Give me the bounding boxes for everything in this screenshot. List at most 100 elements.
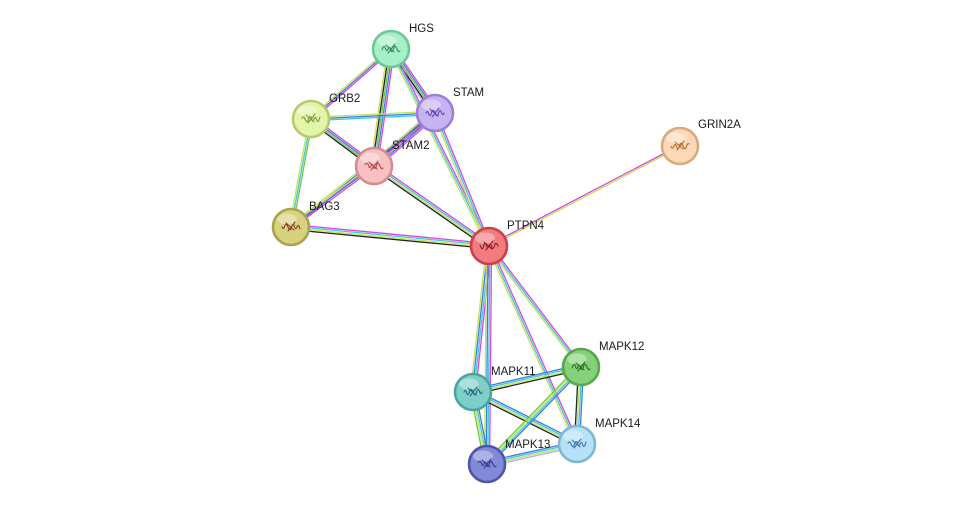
edge-channel-line bbox=[469, 245, 488, 392]
edge-channel-line bbox=[473, 246, 491, 393]
edge-channel-line bbox=[373, 166, 489, 248]
edge-channel-line bbox=[488, 144, 680, 246]
edge-channel-line bbox=[388, 49, 489, 248]
edge-ptpn4-mapk12[interactable] bbox=[487, 244, 583, 369]
protein-structure-icon bbox=[567, 438, 587, 449]
node-label-hgs: HGS bbox=[409, 23, 434, 35]
edge-channel-line bbox=[487, 246, 581, 369]
edge-channel-line bbox=[473, 390, 578, 444]
edge-channel-line bbox=[371, 48, 390, 166]
edge-channel-line bbox=[488, 368, 584, 467]
edge-channel-line bbox=[485, 245, 489, 464]
edge-mapk11-mapk14[interactable] bbox=[471, 389, 579, 447]
edge-stam2-ptpn4[interactable] bbox=[372, 163, 491, 249]
node-stam[interactable]: STAM bbox=[415, 87, 484, 133]
protein-structure-icon bbox=[670, 140, 690, 151]
edge-channel-line bbox=[372, 167, 488, 249]
edge-channel-line bbox=[291, 223, 490, 245]
node-label-bag3: BAG3 bbox=[309, 201, 340, 213]
node-label-grin2a: GRIN2A bbox=[698, 119, 741, 131]
node-highlight bbox=[277, 213, 297, 225]
edge-channel-line bbox=[487, 367, 583, 466]
edge-channel-line bbox=[473, 389, 579, 443]
edge-ptpn4-mapk14[interactable] bbox=[486, 245, 580, 445]
edge-channel-line bbox=[374, 164, 490, 246]
edge-channel-line bbox=[373, 48, 392, 167]
node-mapk14[interactable]: MAPK14 bbox=[557, 418, 641, 464]
edge-channel-line bbox=[369, 48, 389, 166]
node-highlight bbox=[360, 152, 380, 164]
edge-channel-line bbox=[485, 365, 581, 464]
edge-channel-line bbox=[471, 393, 577, 447]
edge-stam-grb2[interactable] bbox=[310, 110, 436, 122]
edge-channel-line bbox=[390, 48, 490, 247]
node-label-stam: STAM bbox=[453, 87, 484, 99]
protein-structure-icon bbox=[281, 221, 301, 232]
protein-structure-icon bbox=[364, 160, 384, 171]
edge-mapk12-mapk13[interactable] bbox=[484, 364, 584, 467]
edge-channel-line bbox=[489, 146, 681, 248]
edge-channel-line bbox=[474, 246, 493, 393]
edge-hgs-stam2[interactable] bbox=[369, 48, 396, 167]
node-bag3[interactable]: BAG3 bbox=[271, 201, 340, 247]
node-label-ptpn4: PTPN4 bbox=[507, 220, 545, 232]
edge-ptpn4-mapk13[interactable] bbox=[483, 245, 493, 465]
node-highlight bbox=[567, 353, 587, 365]
edge-channel-line bbox=[376, 49, 396, 167]
node-label-stam2: STAM2 bbox=[392, 140, 430, 152]
edge-channel-line bbox=[489, 244, 583, 367]
protein-structure-icon bbox=[571, 361, 591, 372]
node-label-mapk11: MAPK11 bbox=[491, 366, 536, 378]
protein-structure-icon bbox=[479, 240, 499, 251]
protein-structure-icon bbox=[381, 43, 401, 54]
edge-channel-line bbox=[291, 225, 490, 246]
edge-channel-line bbox=[310, 110, 435, 118]
edge-channel-line bbox=[375, 163, 491, 245]
edge-stam-ptpn4[interactable] bbox=[432, 112, 492, 247]
edge-channel-line bbox=[290, 228, 489, 250]
protein-structure-icon bbox=[425, 107, 445, 118]
node-label-mapk13: MAPK13 bbox=[505, 439, 550, 451]
node-ptpn4[interactable]: PTPN4 bbox=[469, 220, 545, 266]
node-stam2[interactable]: STAM2 bbox=[354, 140, 430, 186]
node-label-grb2: GRB2 bbox=[329, 93, 360, 105]
edge-channel-line bbox=[434, 112, 490, 247]
edge-ptpn4-grin2a[interactable] bbox=[488, 144, 681, 248]
protein-structure-icon bbox=[477, 458, 497, 469]
edge-channel-line bbox=[487, 246, 491, 465]
edge-channel-line bbox=[484, 364, 580, 463]
edge-channel-line bbox=[486, 246, 577, 445]
node-mapk12[interactable]: MAPK12 bbox=[561, 341, 644, 387]
node-highlight bbox=[459, 378, 479, 390]
edge-channel-line bbox=[310, 112, 436, 120]
node-mapk13[interactable]: MAPK13 bbox=[467, 439, 550, 484]
node-highlight bbox=[377, 35, 397, 47]
node-hgs[interactable]: HGS bbox=[371, 23, 434, 69]
node-highlight bbox=[421, 99, 441, 111]
edge-channel-line bbox=[375, 49, 394, 167]
protein-structure-icon bbox=[301, 113, 321, 124]
node-highlight bbox=[666, 132, 686, 144]
node-highlight bbox=[473, 450, 493, 462]
edge-channel-line bbox=[311, 114, 436, 122]
edge-channel-line bbox=[488, 245, 578, 445]
node-label-mapk12: MAPK12 bbox=[599, 341, 644, 353]
edge-channel-line bbox=[483, 245, 488, 464]
node-mapk11[interactable]: MAPK11 bbox=[453, 366, 536, 412]
edge-channel-line bbox=[432, 113, 489, 247]
edge-channel-line bbox=[435, 112, 492, 246]
node-label-mapk14: MAPK14 bbox=[595, 418, 641, 430]
edge-channel-line bbox=[489, 245, 580, 444]
edge-ptpn4-mapk11[interactable] bbox=[469, 245, 493, 393]
node-highlight bbox=[563, 430, 583, 442]
protein-structure-icon bbox=[463, 386, 483, 397]
node-grin2a[interactable]: GRIN2A bbox=[660, 119, 741, 166]
node-highlight bbox=[297, 105, 317, 117]
edge-bag3-ptpn4[interactable] bbox=[290, 223, 490, 250]
edge-channel-line bbox=[471, 245, 489, 392]
node-grb2[interactable]: GRB2 bbox=[291, 93, 360, 139]
edge-channel-line bbox=[488, 246, 493, 465]
edge-channel-line bbox=[488, 245, 582, 368]
